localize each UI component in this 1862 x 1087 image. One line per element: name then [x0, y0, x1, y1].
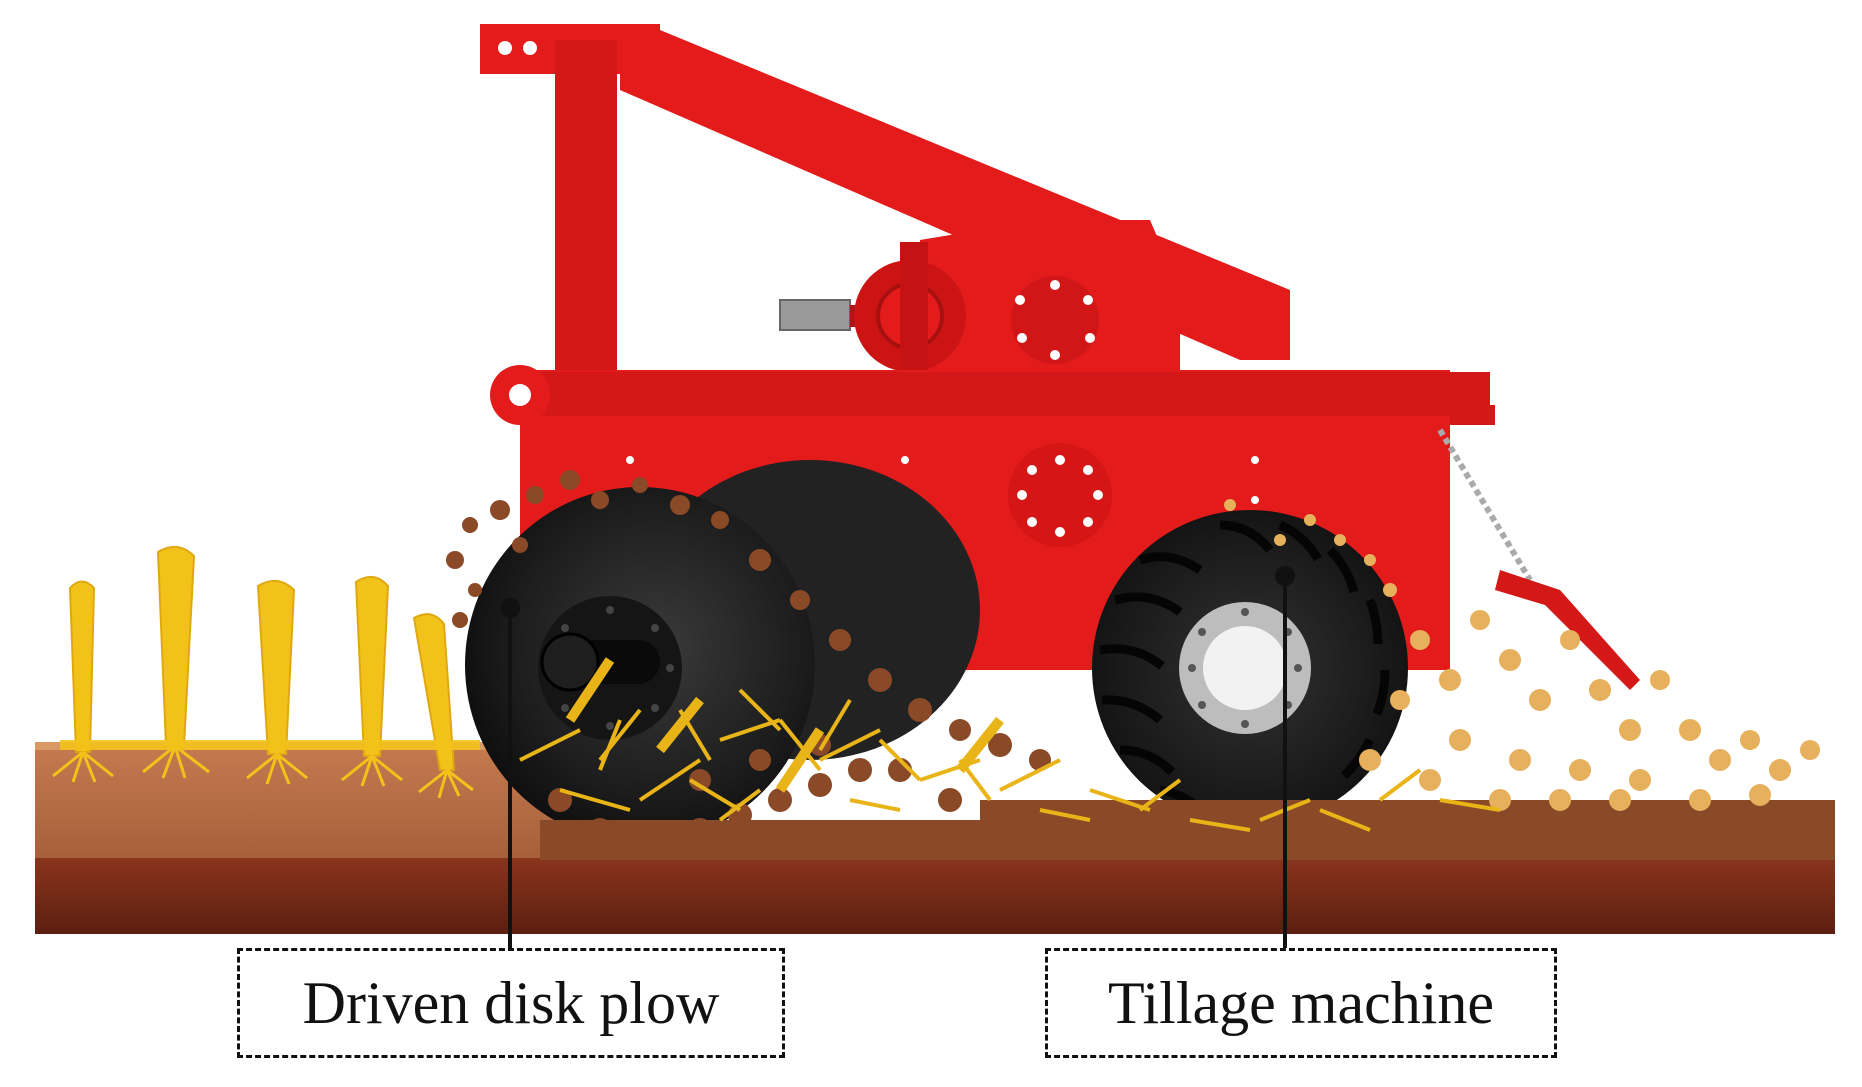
leader-lines — [500, 566, 1295, 948]
standing-straw — [52, 545, 480, 799]
top-rail — [500, 372, 1490, 416]
chopped-straw — [519, 657, 1501, 832]
straw-stalk — [156, 545, 196, 747]
mast — [555, 40, 617, 380]
rear-arm — [1495, 570, 1640, 690]
subsoil-layer — [35, 858, 1835, 934]
soil-debris — [446, 470, 1835, 860]
flange-plate — [1011, 276, 1099, 364]
straw-stalk — [68, 580, 96, 753]
disk-plow — [465, 460, 980, 843]
tillage-machine-label: Tillage machine — [1045, 948, 1557, 1058]
straw-stalk — [256, 579, 296, 755]
straw-stalk — [354, 575, 390, 757]
pto-shaft — [779, 299, 851, 331]
rear-chain — [1437, 428, 1533, 582]
tillage-wheel — [1092, 510, 1408, 826]
disk-plow-label: Driven disk plow — [237, 948, 785, 1058]
tilled-soil — [1224, 499, 1820, 811]
